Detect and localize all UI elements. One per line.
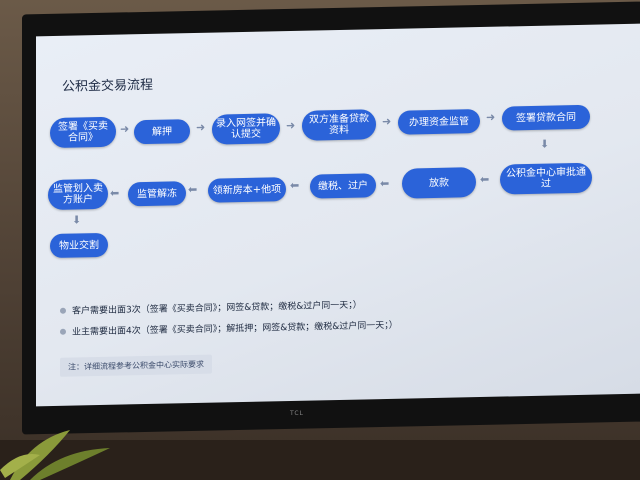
tv-brand-logo: TCL (290, 410, 304, 417)
arrow-left-icon: ⬅ (290, 178, 300, 193)
arrow-right-icon: ➜ (286, 118, 296, 133)
flow-node-sign-loan: 签署贷款合同 (502, 104, 590, 131)
flow-node-release-mortgage: 解押 (134, 119, 190, 145)
flow-node-unfreeze: 监管解冻 (128, 181, 186, 207)
flow-node-new-certificate: 领新房本+他项 (208, 177, 286, 203)
flow-node-transfer-seller: 监管划入卖方账户 (48, 178, 108, 211)
note-owner: 业主需要出面4次（签署《买卖合同》；解抵押；网签&贷款；缴税&过户同一天；） (60, 318, 398, 338)
flow-node-approval: 公积金中心审批通过 (500, 162, 592, 195)
arrow-down-icon: ⬇ (540, 137, 550, 151)
plant-leaves (0, 430, 110, 480)
note-customer: 客户需要出面3次（签署《买卖合同》；网签&贷款；缴税&过户同一天；） (60, 297, 398, 317)
flow-node-online-sign: 录入网签并确认提交 (212, 113, 280, 145)
footnote: 注：详细流程参考公积金中心实际要求 (60, 354, 212, 377)
arrow-left-icon: ⬅ (480, 172, 490, 187)
tv-screen: 公积金交易流程 签署《买卖合同》 ➜ 解押 ➜ 录入网签并确认提交 ➜ 双方准备… (36, 23, 640, 407)
notes: 客户需要出面3次（签署《买卖合同》；网签&贷款；缴税&过户同一天；） 业主需要出… (60, 297, 398, 346)
bullet-icon (60, 328, 66, 335)
arrow-right-icon: ➜ (382, 114, 392, 129)
note-owner-text: 业主需要出面4次（签署《买卖合同》；解抵押；网签&贷款；缴税&过户同一天；） (72, 320, 398, 338)
flow-title: 公积金交易流程 (62, 77, 154, 95)
note-customer-text: 客户需要出面3次（签署《买卖合同》；网签&贷款；缴税&过户同一天；） (72, 300, 362, 317)
arrow-right-icon: ➜ (486, 110, 496, 124)
arrow-down-icon: ⬇ (72, 213, 82, 227)
arrow-right-icon: ➜ (196, 120, 206, 134)
flow-node-disburse: 放款 (402, 167, 476, 199)
flow-node-tax-transfer: 缴税、过户 (310, 173, 376, 199)
arrow-left-icon: ⬅ (380, 176, 390, 191)
arrow-left-icon: ⬅ (188, 182, 198, 197)
arrow-left-icon: ⬅ (110, 186, 120, 200)
bullet-icon (60, 307, 66, 314)
arrow-right-icon: ➜ (120, 122, 130, 136)
floor (0, 440, 640, 480)
flow-node-property-handover: 物业交割 (50, 232, 108, 259)
flow-node-sign-contract: 签署《买卖合同》 (50, 116, 116, 149)
flow-node-prepare-loan: 双方准备贷款资料 (302, 109, 376, 141)
flow-node-fund-supervision: 办理资金监管 (398, 109, 480, 135)
